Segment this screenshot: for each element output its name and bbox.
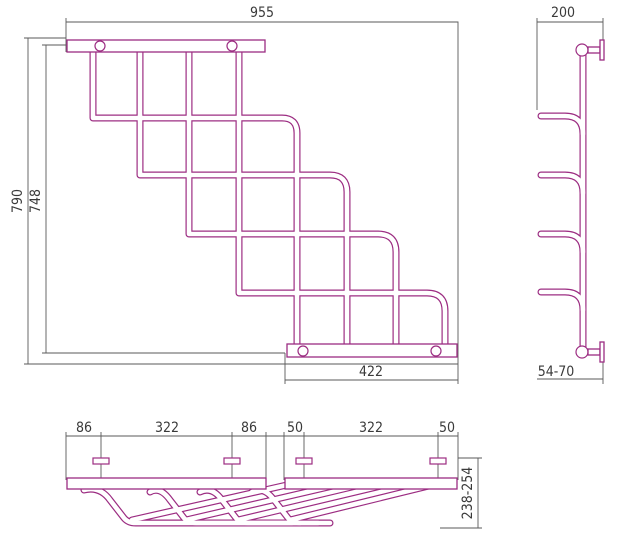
dim-rear-left-margin: 50 [287, 420, 303, 436]
dim-rear-spacing: 322 [359, 420, 383, 436]
dim-depth: 200 [551, 5, 575, 21]
bracket-pin-1 [92, 457, 110, 465]
side-top-bracket [575, 43, 589, 57]
front-view: 955 790 748 422 [10, 5, 459, 384]
side-bottom-bracket [575, 345, 589, 359]
front-view-ladder [89, 48, 449, 355]
side-view: 200 54-70 [536, 5, 605, 384]
dim-base-width: 422 [359, 364, 383, 380]
bracket-pin-3 [295, 457, 313, 465]
bracket-pin-4 [429, 457, 447, 465]
dim-wall-offset: 54-70 [538, 364, 575, 380]
dim-protrusion: 238-254 [460, 467, 476, 520]
bottom-right-bracket [430, 345, 442, 357]
top-mounting-bar [66, 39, 266, 53]
side-top-holder [587, 46, 601, 54]
dim-front-right-margin: 86 [241, 420, 257, 436]
dim-front-left-margin: 86 [76, 420, 92, 436]
bottom-mounting-bar [286, 343, 458, 358]
top-right-bracket [226, 40, 238, 52]
dim-total-height: 790 [10, 189, 26, 213]
dim-mount-height: 748 [28, 189, 44, 213]
top-view-front-bar [66, 477, 267, 490]
side-top-wall-flange [599, 39, 605, 61]
top-view-rear-bar [284, 477, 458, 490]
side-view-tubes [537, 48, 587, 354]
dim-front-spacing: 322 [155, 420, 179, 436]
bottom-left-bracket [297, 345, 309, 357]
side-bottom-wall-flange [599, 341, 605, 363]
side-bottom-holder [587, 348, 601, 356]
top-view: 86 322 86 50 322 50 238-254 [65, 420, 482, 529]
dim-rear-right-margin: 50 [439, 420, 455, 436]
top-view-brackets [92, 457, 447, 478]
top-left-bracket [94, 40, 106, 52]
dim-total-width: 955 [250, 5, 274, 21]
bracket-pin-2 [223, 457, 241, 465]
